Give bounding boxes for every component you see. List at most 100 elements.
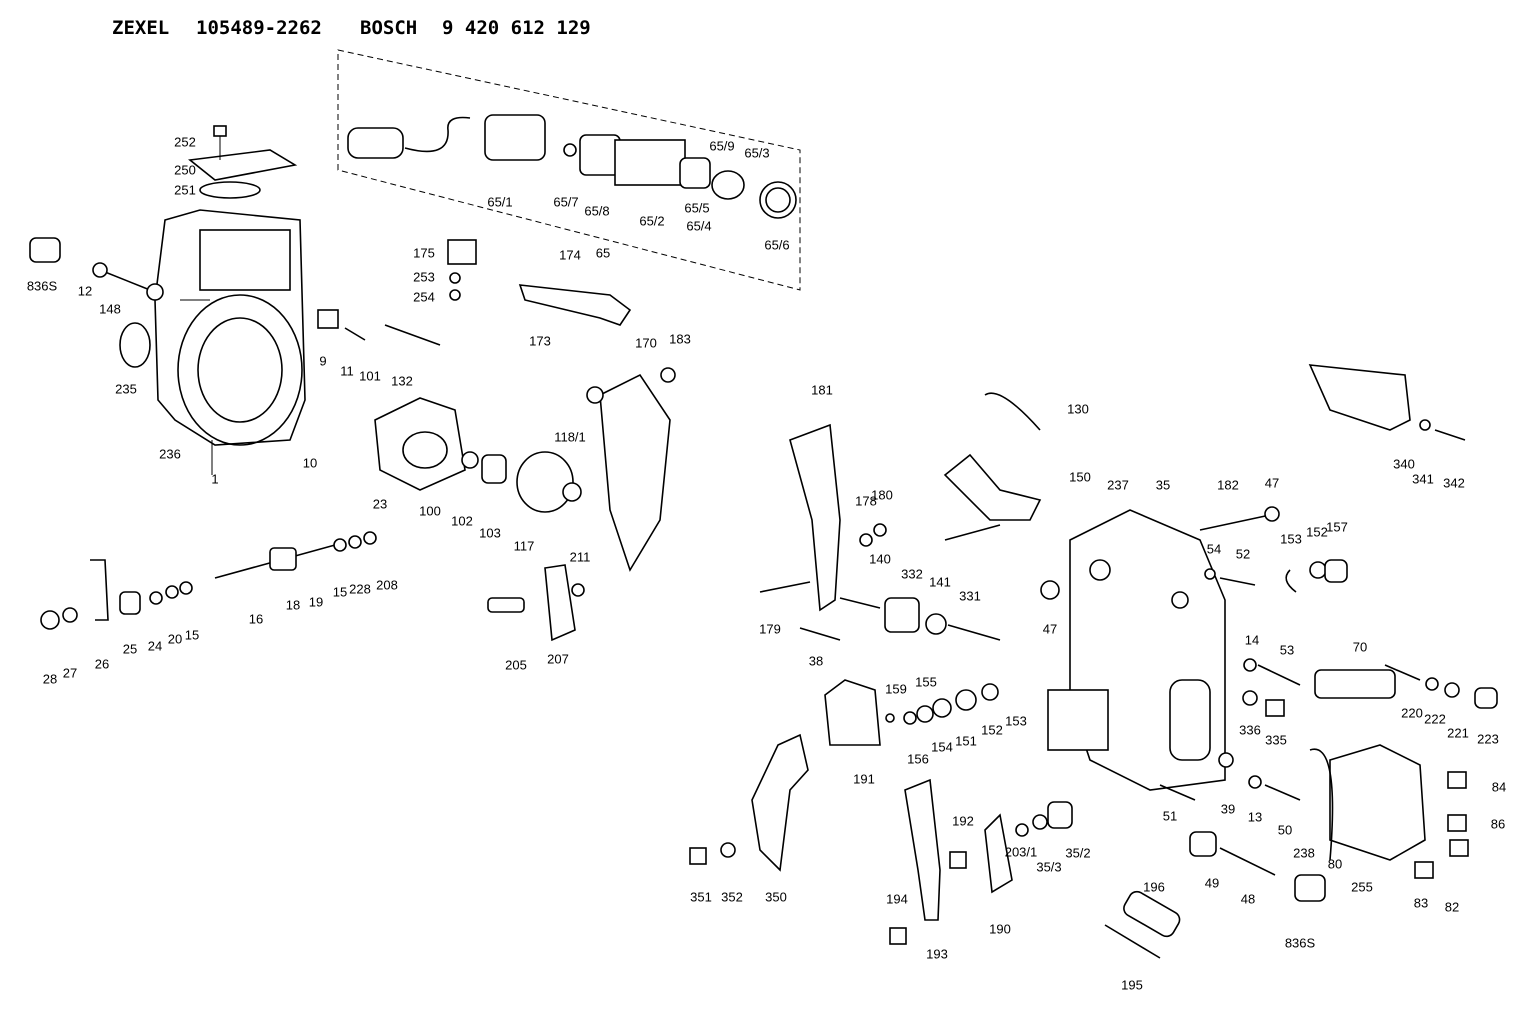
part-label: 27 bbox=[63, 665, 77, 680]
part-label: 65/1 bbox=[487, 194, 512, 209]
part-label: 103 bbox=[479, 525, 501, 540]
shaft-70 bbox=[1314, 669, 1396, 699]
lever-170 bbox=[599, 373, 671, 572]
cover-80 bbox=[1309, 744, 1426, 861]
part-label: 205 bbox=[505, 657, 527, 672]
part-label: 65/6 bbox=[764, 237, 789, 252]
part-label: 332 bbox=[901, 566, 923, 581]
part-label: 194 bbox=[886, 891, 908, 906]
plug-47-top bbox=[1264, 506, 1280, 522]
part-label: 341 bbox=[1412, 471, 1434, 486]
subassembly-65-outline bbox=[337, 49, 801, 291]
part-label: 155 bbox=[915, 674, 937, 689]
spring-130 bbox=[984, 392, 1041, 431]
part-label: 24 bbox=[148, 638, 162, 653]
part-178 bbox=[859, 533, 873, 547]
part-label: 211 bbox=[570, 549, 591, 564]
washer bbox=[586, 386, 604, 404]
part-label: 182 bbox=[1217, 477, 1239, 492]
washer-27 bbox=[62, 607, 78, 623]
sleeve-196 bbox=[1123, 890, 1181, 938]
pin-182 bbox=[1199, 514, 1271, 531]
part-label: 238 bbox=[1293, 845, 1315, 860]
part-label: 203/1 bbox=[1005, 844, 1038, 859]
bolt-12 bbox=[92, 262, 164, 301]
part-label: 351 bbox=[690, 889, 712, 904]
part-159 bbox=[885, 713, 895, 723]
spring-140 bbox=[839, 597, 881, 609]
part-label: 157 bbox=[1326, 519, 1348, 534]
part-label: 342 bbox=[1443, 475, 1465, 490]
header-brand-bosch: BOSCH bbox=[360, 17, 417, 39]
ring-203-1 bbox=[1015, 823, 1029, 837]
part-117 bbox=[516, 451, 574, 513]
screw-38 bbox=[799, 627, 841, 641]
part-label: 836S bbox=[1285, 935, 1316, 950]
part-label: 118/1 bbox=[554, 429, 586, 444]
part-label: 12 bbox=[78, 283, 92, 298]
part-label: 195 bbox=[1121, 977, 1143, 992]
part-175 bbox=[447, 239, 477, 301]
bracket-207 bbox=[544, 564, 576, 642]
part-label: 222 bbox=[1424, 711, 1446, 726]
part-label: 130 bbox=[1067, 401, 1089, 416]
part-label: 148 bbox=[99, 301, 121, 316]
header-zexel-number: 105489-2262 bbox=[196, 17, 322, 39]
lever-174 bbox=[518, 284, 632, 326]
ring-152 bbox=[1309, 561, 1327, 579]
header-brand-zexel: ZEXEL bbox=[112, 17, 169, 39]
shaft-16 bbox=[214, 531, 377, 579]
flyweight-holder-100 bbox=[374, 397, 466, 491]
part-label: 179 bbox=[759, 621, 781, 636]
part-label: 196 bbox=[1143, 879, 1165, 894]
part-label: 11 bbox=[340, 363, 354, 378]
screw-335 bbox=[1265, 699, 1285, 717]
part-label: 252 bbox=[174, 134, 196, 149]
part-label: 190 bbox=[989, 921, 1011, 936]
part-15 bbox=[179, 581, 193, 595]
part-label: 82 bbox=[1445, 899, 1459, 914]
part-label: 175 bbox=[413, 245, 435, 260]
bracket-9 bbox=[317, 309, 339, 329]
screw-194 bbox=[889, 927, 907, 945]
governor-cover-35 bbox=[1047, 509, 1226, 791]
part-label: 18 bbox=[286, 597, 300, 612]
part-label: 65/8 bbox=[584, 203, 609, 218]
cap-223 bbox=[1474, 687, 1498, 709]
lever-190 bbox=[984, 813, 1013, 894]
shaft-150 bbox=[944, 524, 1001, 541]
part-label: 39 bbox=[1221, 801, 1235, 816]
part-label: 16 bbox=[249, 611, 263, 626]
part-156 bbox=[903, 711, 917, 725]
part-label: 100 bbox=[419, 503, 441, 518]
part-label: 223 bbox=[1477, 731, 1499, 746]
part-label: 26 bbox=[95, 656, 109, 671]
part-label: 84 bbox=[1492, 779, 1506, 794]
washer-222 bbox=[1425, 677, 1439, 691]
screw-51 bbox=[1159, 784, 1196, 801]
part-label: 28 bbox=[43, 671, 57, 686]
part-label: 340 bbox=[1393, 456, 1415, 471]
screw-11 bbox=[344, 327, 366, 341]
lever-193 bbox=[904, 778, 941, 921]
pump-housing bbox=[154, 209, 306, 475]
block-191 bbox=[824, 679, 881, 746]
washer-352 bbox=[720, 842, 736, 858]
part-label: 1 bbox=[211, 471, 218, 486]
part-label: 70 bbox=[1353, 639, 1367, 654]
part-label: 150 bbox=[1069, 469, 1091, 484]
injector-subassembly-65 bbox=[347, 114, 797, 219]
part-label: 181 bbox=[811, 382, 833, 397]
part-118-1 bbox=[562, 482, 582, 502]
bracket-350 bbox=[751, 733, 809, 872]
part-24 bbox=[149, 591, 163, 605]
part-label: 101 bbox=[359, 368, 381, 383]
part-154 bbox=[932, 698, 952, 718]
part-label: 102 bbox=[451, 513, 473, 528]
clip-153 bbox=[1285, 569, 1297, 593]
screw-192 bbox=[949, 851, 967, 869]
part-label: 208 bbox=[376, 577, 398, 592]
part-label: 51 bbox=[1163, 808, 1177, 823]
part-label: 331 bbox=[959, 588, 981, 603]
nut-221 bbox=[1444, 682, 1460, 698]
